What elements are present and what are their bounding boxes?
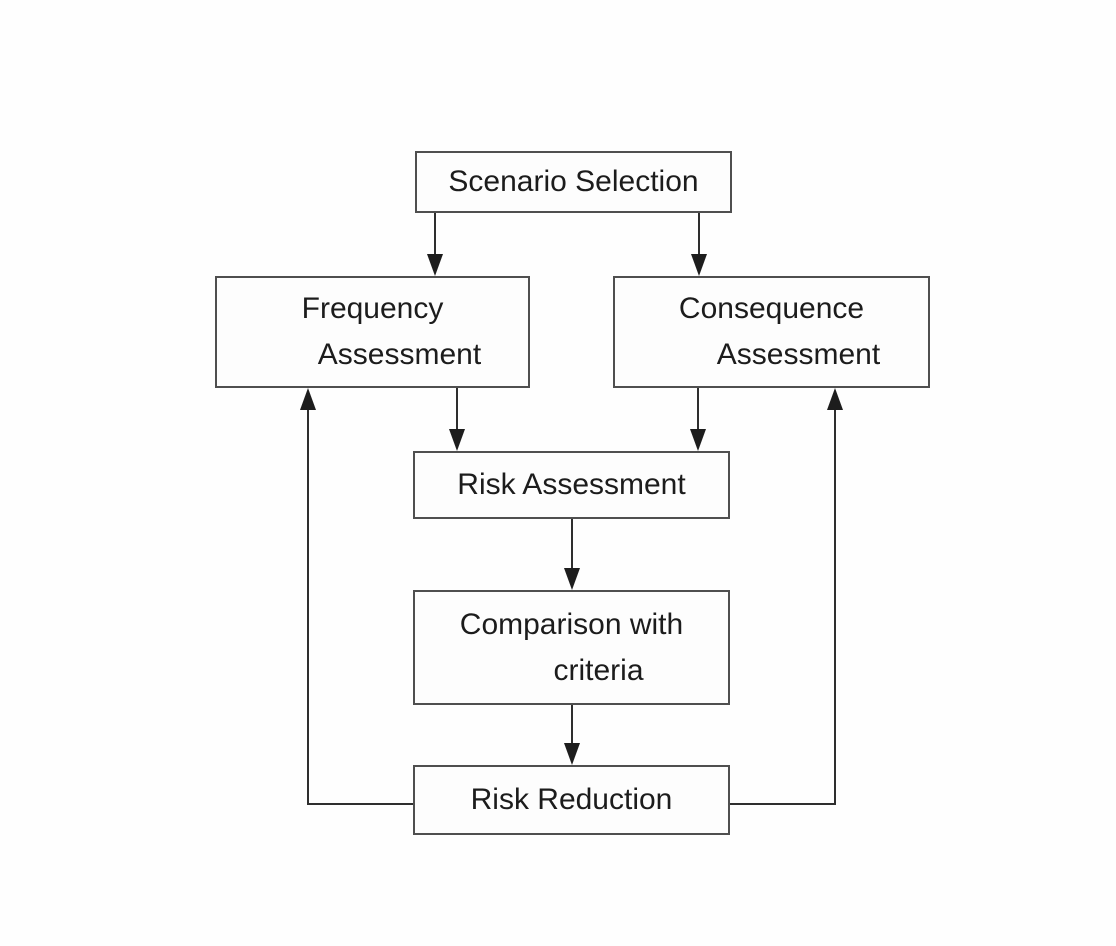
node-consequence-assessment-label-line1: Consequence	[678, 292, 865, 325]
node-consequence-assessment: Consequence Assessment	[613, 276, 930, 388]
arrowhead-consequence-to-risk	[690, 429, 706, 451]
arrowhead-scenario-to-frequency	[427, 254, 443, 276]
node-comparison-with-criteria-label-line1: Comparison with	[459, 607, 684, 641]
node-scenario-selection-label: Scenario Selection	[448, 165, 699, 198]
node-frequency-assessment: Frequency Assessment	[215, 276, 530, 388]
arrowhead-reduction-to-frequency	[300, 388, 316, 410]
edge-reduction-to-frequency	[307, 410, 413, 805]
edge-reduction-to-consequence	[730, 410, 836, 805]
node-frequency-assessment-label-line1: Frequency	[301, 292, 444, 325]
node-risk-reduction-label: Risk Reduction	[470, 783, 673, 816]
node-risk-reduction: Risk Reduction	[413, 765, 730, 835]
node-comparison-with-criteria-label-line2: criteria	[553, 653, 644, 687]
arrowhead-comparison-to-reduction	[564, 743, 580, 765]
node-risk-assessment-label: Risk Assessment	[457, 468, 686, 501]
arrowhead-risk-to-comparison	[564, 568, 580, 590]
arrowhead-scenario-to-consequence	[691, 254, 707, 276]
node-scenario-selection: Scenario Selection	[415, 151, 732, 213]
arrowhead-reduction-to-consequence	[827, 388, 843, 410]
node-comparison-with-criteria: Comparison with criteria	[413, 590, 730, 705]
arrowhead-frequency-to-risk	[449, 429, 465, 451]
node-consequence-assessment-label-line2: Assessment	[716, 338, 881, 371]
node-frequency-assessment-label-line2: Assessment	[317, 338, 482, 371]
node-risk-assessment: Risk Assessment	[413, 451, 730, 519]
